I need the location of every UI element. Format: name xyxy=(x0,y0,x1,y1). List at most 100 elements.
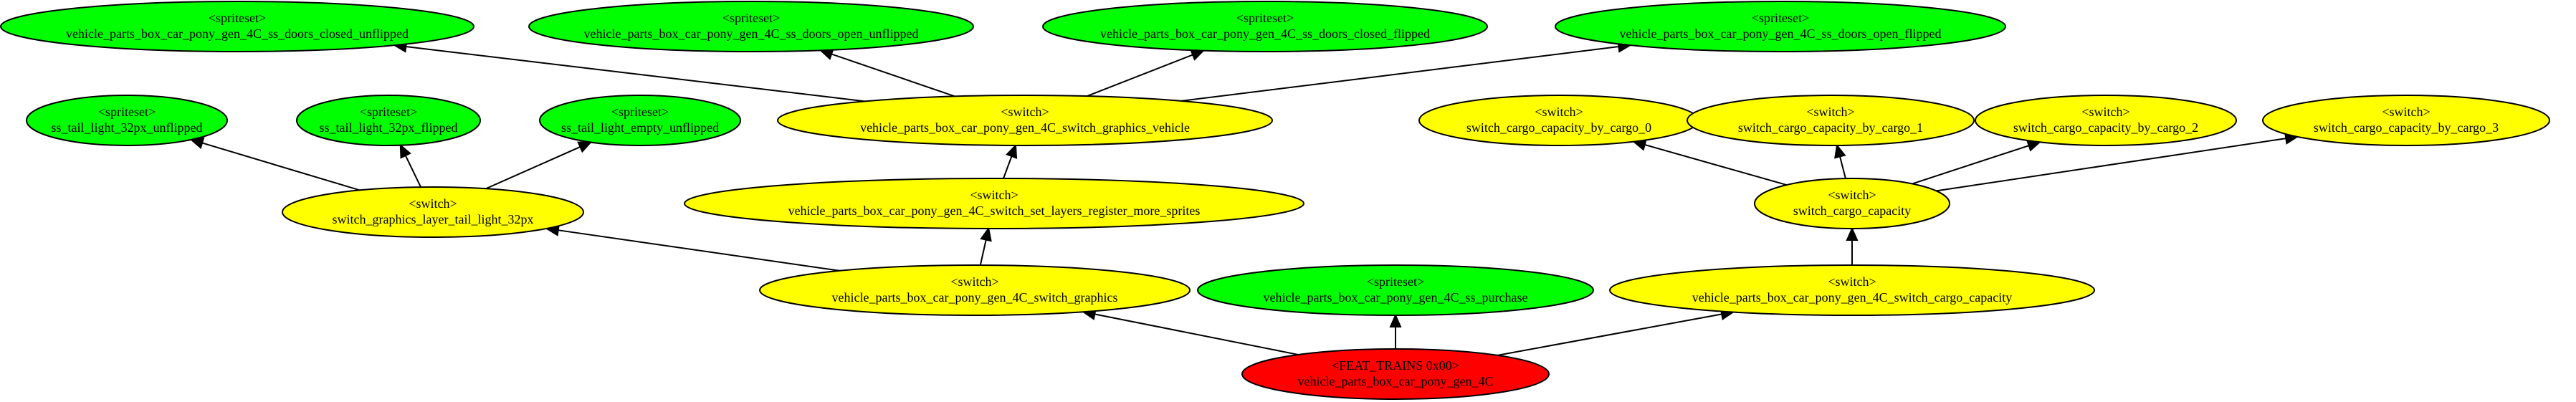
node-type-label: <switch> xyxy=(409,196,457,211)
node-name-label: vehicle_parts_box_car_pony_gen_4C_switch… xyxy=(1692,290,2013,305)
node-type-label: <switch> xyxy=(1828,188,1876,202)
node-name-label: vehicle_parts_box_car_pony_gen_4C_ss_doo… xyxy=(1620,27,1942,41)
switch-node-n13: <switch>switch_graphics_layer_tail_light… xyxy=(282,186,584,238)
edge-n19-to-n18 xyxy=(1497,313,1722,356)
switch-node-n9: <switch>switch_cargo_capacity_by_cargo_0 xyxy=(1418,95,1699,146)
edge-n8-to-n2 xyxy=(831,53,955,97)
node-name-label: ss_tail_light_empty_unflipped xyxy=(561,120,719,135)
node-type-label: <switch> xyxy=(970,188,1018,202)
arrowhead-n19-to-n17 xyxy=(1389,313,1402,327)
node-type-label: <switch> xyxy=(1828,274,1876,289)
node-ellipse xyxy=(1609,264,2095,316)
arrowhead-n15-to-n10 xyxy=(1834,143,1846,159)
node-name-label: switch_cargo_capacity_by_cargo_3 xyxy=(2314,120,2499,135)
switch-node-n11: <switch>switch_cargo_capacity_by_cargo_2 xyxy=(1975,95,2237,146)
node-name-label: ss_tail_light_32px_unflipped xyxy=(52,120,203,135)
node-type-label: <switch> xyxy=(1001,105,1049,119)
edge-n19-to-n16 xyxy=(1094,313,1299,355)
switch-node-n18: <switch>vehicle_parts_box_car_pony_gen_4… xyxy=(1609,264,2095,316)
node-type-label: <spriteset> xyxy=(360,105,417,119)
node-name-label: vehicle_parts_box_car_pony_gen_4C_switch… xyxy=(788,204,1201,218)
spriteset-node-n4: <spriteset> vehicle_parts_box_car_pony_ge… xyxy=(1555,1,2006,52)
spriteset-node-n3: <spriteset> vehicle_parts_box_car_pony_ge… xyxy=(1042,1,1488,52)
node-type-label: <spriteset> xyxy=(98,105,156,119)
spriteset-node-n7: <spriteset>ss_tail_light_empty_unflipped xyxy=(539,95,741,146)
node-ellipse xyxy=(282,186,584,238)
node-ellipse xyxy=(296,95,481,146)
node-ellipse xyxy=(539,95,741,146)
node-name-label: vehicle_parts_box_car_pony_gen_4C xyxy=(1298,374,1494,388)
spriteset-node-n5: <spriteset>ss_tail_light_32px_unflipped xyxy=(26,95,228,146)
node-name-label: switch_cargo_capacity xyxy=(1793,204,1912,218)
node-ellipse xyxy=(1687,95,1975,146)
edge-n14-to-n8 xyxy=(1003,155,1013,179)
node-name-label: ss_tail_light_32px_flipped xyxy=(320,120,458,135)
node-name-label: switch_graphics_layer_tail_light_32px xyxy=(333,212,534,226)
node-name-label: switch_cargo_capacity_by_cargo_1 xyxy=(1738,120,1923,135)
node-name-label: vehicle_parts_box_car_pony_gen_4C_switch… xyxy=(832,290,1118,305)
edge-n16-to-n13 xyxy=(558,229,840,272)
node-name-label: vehicle_parts_box_car_pony_gen_4C_ss_doo… xyxy=(584,27,919,41)
node-type-label: <spriteset> xyxy=(1236,11,1294,25)
node-type-label: <spriteset> xyxy=(1752,11,1809,25)
arrowhead-n18-to-n15 xyxy=(1846,226,1859,241)
node-type-label: <switch> xyxy=(2081,105,2129,119)
node-ellipse xyxy=(528,1,974,52)
node-type-label: <FEAT_TRAINS 0x00> xyxy=(1332,358,1459,373)
edge-n15-to-n10 xyxy=(1839,156,1846,179)
spriteset-node-n1: <spriteset> vehicle_parts_box_car_pony_ge… xyxy=(0,1,474,52)
edge-n15-to-n11 xyxy=(1912,145,2029,185)
node-type-label: <switch> xyxy=(1535,105,1583,119)
node-ellipse xyxy=(777,95,1273,146)
edge-n8-to-n4 xyxy=(1181,46,1619,102)
node-name-label: vehicle_parts_box_car_pony_gen_4C_ss_doo… xyxy=(66,27,409,41)
spriteset-node-n2: <spriteset> vehicle_parts_box_car_pony_ge… xyxy=(528,1,974,52)
arrowhead-n14-to-n8 xyxy=(1006,143,1018,159)
switch-node-n16: <switch>vehicle_parts_box_car_pony_gen_4… xyxy=(759,264,1191,316)
node-type-label: <spriteset> xyxy=(722,11,780,25)
node-name-label: switch_cargo_capacity_by_cargo_2 xyxy=(2013,120,2198,135)
node-ellipse xyxy=(1241,348,1550,400)
node-ellipse xyxy=(759,264,1191,316)
node-type-label: <spriteset> xyxy=(611,105,669,119)
spriteset-node-n17: <spriteset>vehicle_parts_box_car_pony_ge… xyxy=(1197,264,1594,316)
edge-n13-to-n6 xyxy=(404,155,422,188)
switch-node-n12: <switch>switch_cargo_capacity_by_cargo_3 xyxy=(2262,95,2550,146)
arrowhead-n16-to-n14 xyxy=(980,226,992,242)
node-type-label: <switch> xyxy=(2382,105,2430,119)
edge-n13-to-n7 xyxy=(485,146,581,190)
node-ellipse xyxy=(1754,178,1950,229)
node-ellipse xyxy=(1555,1,2006,52)
edge-n13-to-n5 xyxy=(201,142,361,191)
node-ellipse xyxy=(26,95,228,146)
node-ellipse xyxy=(1042,1,1488,52)
edge-n16-to-n14 xyxy=(979,239,987,266)
edge-n15-to-n9 xyxy=(1644,143,1787,186)
node-type-label: <switch> xyxy=(950,274,998,289)
root-node-n19: <FEAT_TRAINS 0x00>vehicle_parts_box_car_… xyxy=(1241,348,1550,400)
arrowhead-n13-to-n7 xyxy=(577,141,593,153)
edge-n8-to-n3 xyxy=(1087,54,1193,97)
spriteset-node-n6: <spriteset>ss_tail_light_32px_flipped xyxy=(296,95,481,146)
node-ellipse xyxy=(684,178,1304,229)
node-name-label: vehicle_parts_box_car_pony_gen_4C_ss_pur… xyxy=(1264,290,1528,305)
node-type-label: <switch> xyxy=(1806,105,1854,119)
switch-node-n14: <switch> vehicle_parts_box_car_pony_gen_4… xyxy=(684,178,1304,229)
node-ellipse xyxy=(1197,264,1594,316)
edge-n15-to-n12 xyxy=(1936,138,2286,192)
node-ellipse xyxy=(1975,95,2237,146)
node-name-label: switch_cargo_capacity_by_cargo_0 xyxy=(1466,120,1651,135)
node-type-label: <spriteset> xyxy=(1367,274,1424,289)
node-name-label: vehicle_parts_box_car_pony_gen_4C_switch… xyxy=(860,120,1190,135)
arrowhead-n13-to-n6 xyxy=(399,143,411,159)
switch-node-n8: <switch>vehicle_parts_box_car_pony_gen_4… xyxy=(777,95,1273,146)
edge-n8-to-n1 xyxy=(406,46,865,102)
node-ellipse xyxy=(2262,95,2550,146)
switch-node-n15: <switch> switch_cargo_capacity xyxy=(1754,178,1950,229)
switch-node-n10: <switch>switch_cargo_capacity_by_cargo_1 xyxy=(1687,95,1975,146)
node-name-label: vehicle_parts_box_car_pony_gen_4C_ss_doo… xyxy=(1100,27,1430,41)
node-ellipse xyxy=(0,1,474,52)
node-type-label: <spriteset> xyxy=(209,11,266,25)
